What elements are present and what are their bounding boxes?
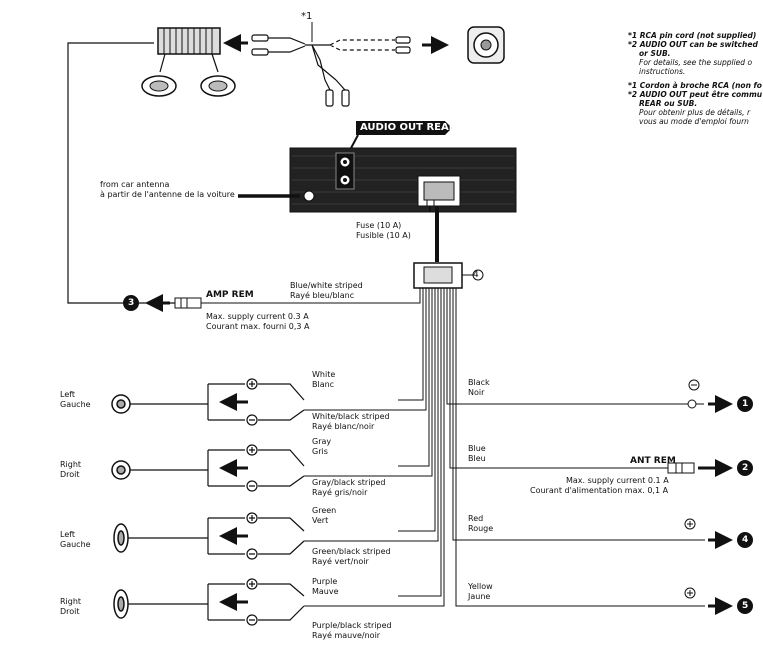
speaker-2-plus-fr: Gris [312, 447, 328, 456]
fuse-label-en: Fuse (10 A) [356, 221, 402, 230]
amp-rem-wire-fr: Rayé bleu/blanc [290, 291, 355, 300]
callout-4: 4 [473, 270, 479, 280]
amp-rem-wire-en: Blue/white striped [290, 281, 363, 290]
amp-rem-connector [174, 297, 202, 309]
note-fr-1: *1 Cordon à broche RCA (non fo [628, 81, 762, 90]
wire-red-en: Red [468, 514, 484, 523]
callout-1: 1 [742, 399, 749, 409]
speaker-3-minus-en: Green/black striped [312, 547, 391, 556]
note-fr-2b: REAR ou SUB. [639, 99, 698, 108]
footnote-mark-1: *1 [301, 11, 313, 22]
head-unit [289, 147, 517, 213]
speaker-2-pos-fr: Droit [60, 470, 80, 479]
note-fr-3: Pour obtenir plus de détails, r [639, 108, 751, 117]
note-en-2: *2 AUDIO OUT can be switched [628, 40, 758, 49]
speaker-2-minus-fr: Rayé gris/noir [312, 488, 368, 497]
wire-blue-fr: Bleu [468, 454, 486, 463]
speaker-3-plus-fr: Vert [312, 516, 329, 525]
callout-2: 2 [742, 463, 749, 473]
speaker-1-plus-fr: Blanc [312, 380, 335, 389]
callout-3: 3 [128, 298, 135, 308]
amp-rem-label: AMP REM [206, 290, 254, 300]
amp-rem-current-fr: Courant max. fourni 0,3 A [206, 322, 310, 331]
speaker-1-minus-en: White/black striped [312, 412, 390, 421]
speaker-4-pos-fr: Droit [60, 607, 80, 616]
speaker-3-pos-fr: Gauche [60, 540, 91, 549]
wire-bundle [185, 288, 705, 607]
ant-rem-label: ANT REM [630, 456, 676, 466]
note-fr-3b: vous au mode d'emploi fourn [639, 117, 749, 126]
note-en-3b: instructions. [639, 67, 686, 76]
wire-yellow-en: Yellow [468, 582, 493, 591]
ant-rem-connector [667, 462, 695, 474]
speaker-1-plus-en: White [312, 370, 336, 379]
speaker-3-plus-en: Green [312, 506, 337, 515]
amplifier-icon [157, 27, 221, 73]
speaker-4-minus-fr: Rayé mauve/noir [312, 631, 381, 640]
rca-cord [251, 34, 411, 107]
polarity-icon [246, 378, 258, 626]
note-en-1: *1 RCA pin cord (not supplied) [628, 31, 757, 40]
wire-black-fr: Noir [468, 388, 485, 397]
footnote-mark-2: *2 [445, 118, 455, 127]
speaker-2-minus-en: Gray/black striped [312, 478, 386, 487]
speaker-2-pos-en: Right [60, 460, 82, 469]
speaker-1-minus-fr: Rayé blanc/noir [312, 422, 375, 431]
note-fr-2: *2 AUDIO OUT peut être commu [628, 90, 763, 99]
audio-out-label: AUDIO OUT REAR [360, 122, 457, 133]
speaker-icon [111, 394, 131, 619]
speaker-4-plus-fr: Mauve [312, 587, 339, 596]
speaker-2-plus-en: Gray [312, 437, 332, 446]
wire-blue-en: Blue [468, 444, 486, 453]
speaker-3-minus-fr: Rayé vert/noir [312, 557, 369, 566]
ground-terminal [687, 379, 704, 409]
ant-rem-current-fr: Courant d'alimentation max. 0,1 A [530, 486, 669, 495]
fuse-icon [426, 199, 435, 212]
speaker-4-plus-en: Purple [312, 577, 338, 586]
wire-black-en: Black [468, 378, 490, 387]
wire-yellow-fr: Jaune [468, 592, 491, 601]
speaker-1-pos-fr: Gauche [60, 400, 91, 409]
note-en-3: For details, see the supplied o [639, 58, 753, 67]
amp-rem-current-en: Max. supply current 0.3 A [206, 312, 309, 321]
speaker-4-minus-en: Purple/black striped [312, 621, 392, 630]
antenna-label-fr: à partir de l'antenne de la voiture [100, 190, 235, 199]
antenna-label-en: from car antenna [100, 180, 170, 189]
wire-red-fr: Rouge [468, 524, 494, 533]
rear-speaker-icon [141, 75, 236, 97]
rca-jack-icon [467, 26, 505, 64]
note-en-2b: or SUB. [639, 49, 671, 58]
speaker-1-pos-en: Left [60, 390, 76, 399]
speaker-4-pos-en: Right [60, 597, 82, 606]
ant-rem-current-en: Max. supply current 0.1 A [566, 476, 669, 485]
fuse-label-fr: Fusible (10 A) [356, 231, 411, 240]
speaker-3-pos-en: Left [60, 530, 76, 539]
callout-5: 5 [742, 601, 749, 611]
callout-4b: 4 [742, 535, 749, 545]
